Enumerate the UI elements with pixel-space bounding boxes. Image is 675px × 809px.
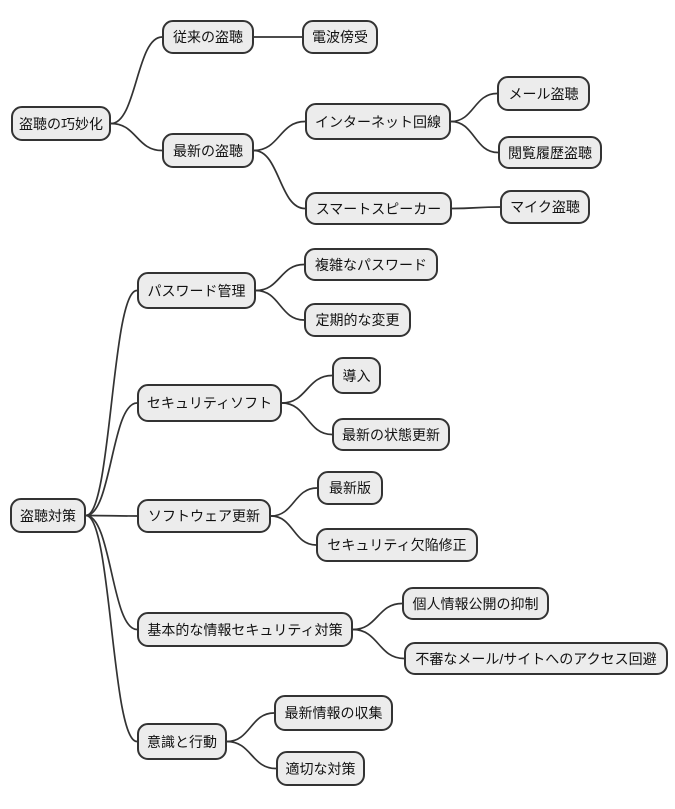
mindmap-node-speaker: スマートスピーカー xyxy=(305,192,452,225)
edge-root2-softupd xyxy=(85,514,138,517)
mindmap-node-latest: 最新の盗聴 xyxy=(162,133,254,168)
edge-softupd-latestver xyxy=(270,487,318,517)
edge-internet-history xyxy=(450,120,499,154)
mindmap-node-suspicious: 不審なメール/サイトへのアクセス回避 xyxy=(404,642,668,675)
mindmap-node-complex: 複雑なパスワード xyxy=(304,248,438,281)
edge-secsoft-stateupd xyxy=(281,402,333,436)
mindmap-node-personal: 個人情報公開の抑制 xyxy=(402,587,549,620)
mindmap-node-awareness: 意識と行動 xyxy=(137,723,227,760)
mindmap-node-root1: 盗聴の巧妙化 xyxy=(11,106,111,141)
edge-latest-internet xyxy=(253,120,306,152)
edge-softupd-flawfix xyxy=(270,515,317,546)
edge-secsoft-install xyxy=(281,374,333,404)
mindmap-node-periodic: 定期的な変更 xyxy=(304,303,411,337)
edge-root1-traditional xyxy=(110,36,163,125)
mindmap-node-root2: 盗聴対策 xyxy=(10,498,86,533)
mindmap-node-install: 導入 xyxy=(332,357,381,394)
edge-root2-basic xyxy=(85,514,138,631)
mindmap-node-mail: メール盗聴 xyxy=(497,76,590,111)
mindmap-node-latestver: 最新版 xyxy=(317,471,383,505)
mindmap-node-internet: インターネット回線 xyxy=(305,103,451,140)
edge-basic-personal xyxy=(352,602,403,631)
edge-awareness-collect xyxy=(226,712,275,743)
mindmap-node-mic: マイク盗聴 xyxy=(500,190,590,224)
mindmap-node-secsoft: セキュリティソフト xyxy=(137,384,282,422)
mindmap-node-traditional: 従来の盗聴 xyxy=(162,20,254,54)
mindmap-node-flawfix: セキュリティ欠陥修正 xyxy=(316,528,478,562)
edge-root2-awareness xyxy=(85,514,138,743)
edge-password-periodic xyxy=(255,289,305,321)
mindmap-node-collect: 最新情報の収集 xyxy=(274,695,393,731)
edge-speaker-mic xyxy=(451,206,501,210)
mindmap-node-history: 閲覧履歴盗聴 xyxy=(498,136,602,169)
edge-internet-mail xyxy=(450,92,498,123)
mindmap-node-radio: 電波傍受 xyxy=(302,20,378,54)
edge-root2-secsoft xyxy=(85,402,138,517)
mindmap-node-proper: 適切な対策 xyxy=(276,751,365,786)
edge-awareness-proper xyxy=(226,740,277,770)
mindmap-node-basic: 基本的な情報セキュリティ対策 xyxy=(137,612,353,647)
mindmap-node-stateupd: 最新の状態更新 xyxy=(332,418,450,451)
edge-root2-password xyxy=(85,289,138,517)
mindmap-node-softupd: ソフトウェア更新 xyxy=(137,499,271,533)
edge-latest-speaker xyxy=(253,149,306,210)
edge-basic-suspicious xyxy=(352,628,405,660)
edge-password-complex xyxy=(255,263,305,292)
edge-root1-latest xyxy=(110,122,163,152)
mindmap-node-password: パスワード管理 xyxy=(137,272,256,309)
